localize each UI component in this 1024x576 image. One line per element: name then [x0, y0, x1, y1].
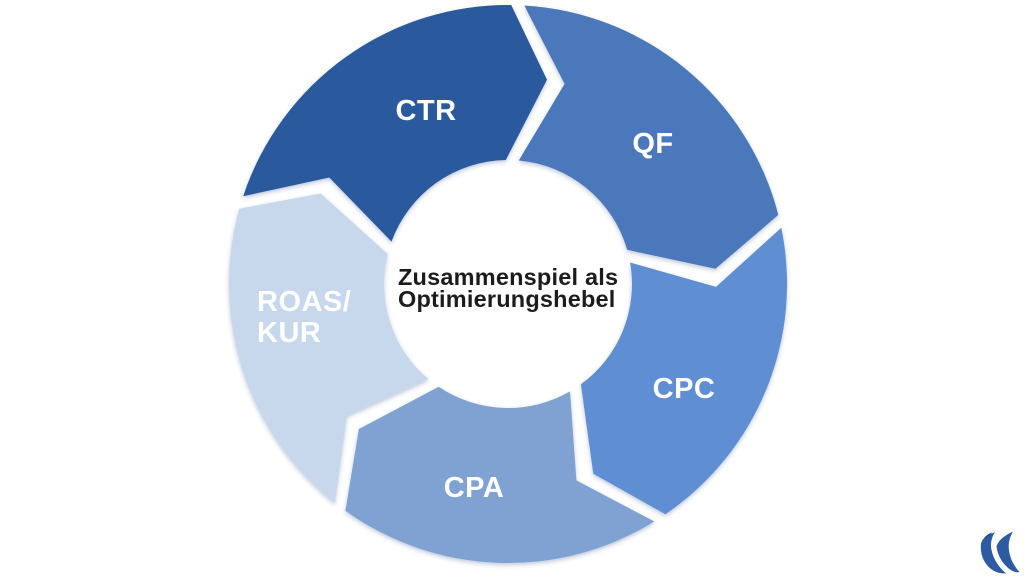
- wave-w-icon: [980, 532, 1006, 574]
- wave-w-icon: [996, 531, 1020, 573]
- brand-logo: [980, 531, 1020, 574]
- segment-roas-kur: [228, 193, 429, 503]
- segment-ctr: [243, 4, 547, 242]
- segment-label-qf: QF: [632, 128, 673, 160]
- cycle-segments: [228, 4, 788, 563]
- segment-cpa: [345, 386, 655, 563]
- segment-label-roas-kur: ROAS/KUR: [257, 286, 351, 349]
- center-title: Zusammenspiel als Optimierungshebel: [398, 264, 625, 312]
- segment-label-ctr: CTR: [395, 95, 456, 127]
- segment-cpc: [580, 227, 788, 515]
- segment-label-cpc: CPC: [653, 373, 716, 405]
- segment-qf: [518, 5, 779, 269]
- cycle-segment-labels: CTR QF CPC CPA ROAS/KUR: [257, 95, 715, 504]
- center-title-line2: Optimierungshebel: [398, 286, 616, 312]
- segment-label-cpa: CPA: [444, 472, 505, 504]
- center-title-line1: Zusammenspiel als: [398, 264, 618, 290]
